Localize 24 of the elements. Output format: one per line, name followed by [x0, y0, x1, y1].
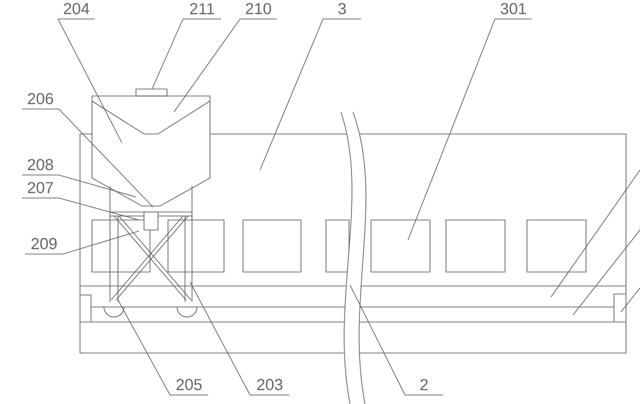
callout-number: 204	[64, 2, 90, 14]
leader-line	[190, 282, 290, 396]
callout-number: 3	[338, 2, 346, 14]
leader-line	[22, 198, 140, 220]
callout-number: 203	[257, 378, 282, 390]
callout-number: 301	[500, 2, 526, 14]
leader-line	[24, 230, 140, 254]
leader-line	[22, 174, 136, 198]
leader-line	[408, 18, 532, 240]
callout-number: 209	[32, 238, 57, 250]
callout-number: 211	[190, 3, 214, 14]
leader-line	[118, 300, 209, 396]
leader-line	[260, 18, 362, 170]
leader-line	[57, 18, 122, 144]
callout-number: 205	[176, 378, 202, 390]
callout-number: 207	[28, 182, 53, 194]
callout-number: 206	[28, 92, 54, 104]
leader-line	[350, 284, 444, 396]
leader-line	[174, 18, 278, 112]
callout-number: 210	[246, 2, 272, 14]
callout-number: 208	[28, 158, 54, 170]
callout-number: 2	[420, 379, 428, 390]
leader-line	[152, 18, 222, 90]
leader-line	[22, 108, 154, 208]
